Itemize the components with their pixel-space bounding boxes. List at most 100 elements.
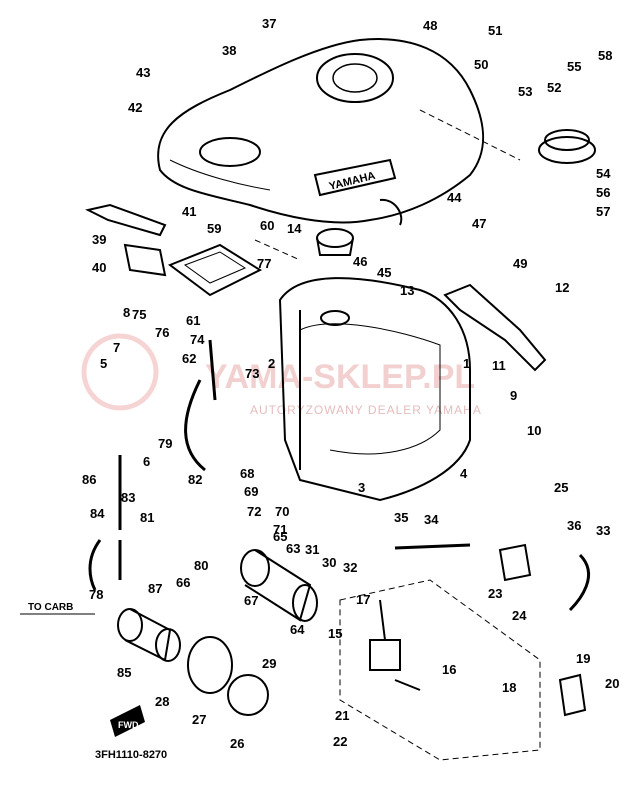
fuel-tank-shell [157,38,485,226]
callout-39: 39 [92,232,106,247]
callout-8: 8 [123,305,130,320]
fuel-filter [117,608,181,662]
callout-40: 40 [92,260,106,275]
callout-59: 59 [207,221,221,236]
callout-55: 55 [567,59,581,74]
callout-labels: 1234567891011121314151617181920212223242… [82,16,619,751]
fuel-sender [498,543,587,717]
callout-34: 34 [424,512,439,527]
callout-22: 22 [333,734,347,749]
forward-arrow-icon: FWD [110,705,145,737]
callout-80: 80 [194,558,208,573]
callout-1: 1 [463,356,470,371]
watermark-subtext: AUTORYZOWANY DEALER YAMAHA [250,403,482,417]
callout-64: 64 [290,622,305,637]
callout-24: 24 [512,608,527,623]
callout-31: 31 [305,542,319,557]
callout-75: 75 [132,307,146,322]
watermark-text: YAMA-SKLEP.PL [205,358,475,396]
callout-86: 86 [82,472,96,487]
callout-27: 27 [192,712,206,727]
callout-83: 83 [121,490,135,505]
svg-text:TO CARB: TO CARB [28,602,73,613]
callout-51: 51 [488,23,502,38]
callout-72: 72 [247,504,261,519]
callout-53: 53 [518,84,532,99]
callout-78: 78 [89,587,103,602]
callout-60: 60 [260,218,274,233]
callout-33: 33 [596,523,610,538]
callout-21: 21 [335,708,349,723]
callout-18: 18 [502,680,516,695]
callout-7: 7 [113,340,120,355]
callout-35: 35 [394,510,408,525]
callout-68: 68 [240,466,254,481]
callout-57: 57 [596,204,610,219]
callout-16: 16 [442,662,456,677]
callout-52: 52 [547,80,561,95]
callout-42: 42 [128,100,142,115]
callout-45: 45 [377,265,391,280]
callout-17: 17 [356,592,370,607]
callout-23: 23 [488,586,502,601]
callout-11: 11 [492,358,506,373]
callout-44: 44 [447,190,462,205]
filler-cap [316,129,596,256]
callout-69: 69 [244,484,258,499]
tank-lower-body [278,277,471,502]
callout-48: 48 [423,18,437,33]
callout-85: 85 [117,665,131,680]
callout-56: 56 [596,185,610,200]
callout-70: 70 [275,504,289,519]
callout-38: 38 [222,43,236,58]
callout-19: 19 [576,651,590,666]
callout-43: 43 [136,65,150,80]
callout-5: 5 [100,356,107,371]
callout-30: 30 [322,555,336,570]
callout-62: 62 [182,351,196,366]
fuel-hoses [88,339,591,612]
callout-81: 81 [140,510,154,525]
callout-65: 65 [273,529,287,544]
drawing-code: 3FH1110-8270 [95,749,167,761]
callout-25: 25 [554,480,568,495]
callout-37: 37 [262,16,276,31]
callout-12: 12 [555,280,569,295]
callout-61: 61 [186,313,200,328]
callout-49: 49 [513,256,527,271]
callout-74: 74 [190,332,205,347]
callout-73: 73 [245,366,259,381]
callout-3: 3 [358,480,365,495]
callout-36: 36 [567,518,581,533]
callout-15: 15 [328,626,342,641]
left-brackets [85,203,167,277]
callout-82: 82 [188,472,202,487]
callout-28: 28 [155,694,169,709]
callout-79: 79 [158,436,172,451]
callout-2: 2 [268,356,275,371]
fuel-pump [240,549,318,622]
callout-4: 4 [460,466,468,481]
callout-29: 29 [262,656,276,671]
dashed-groupings [254,109,541,761]
callout-66: 66 [176,575,190,590]
callout-58: 58 [598,48,612,63]
callout-47: 47 [472,216,486,231]
fuel-petcock [369,599,421,691]
callout-26: 26 [230,736,244,751]
callout-50: 50 [474,57,488,72]
watermark: YAMA-SKLEP.PL AUTORYZOWANY DEALER YAMAHA [81,333,482,417]
callout-76: 76 [155,325,169,340]
callout-9: 9 [510,388,517,403]
callout-84: 84 [90,506,105,521]
callout-41: 41 [182,204,196,219]
callout-32: 32 [343,560,357,575]
callout-77: 77 [257,256,271,271]
callout-87: 87 [148,581,162,596]
callout-10: 10 [527,423,541,438]
callout-54: 54 [596,166,611,181]
callout-71: 71 [273,522,287,537]
callout-20: 20 [605,676,619,691]
